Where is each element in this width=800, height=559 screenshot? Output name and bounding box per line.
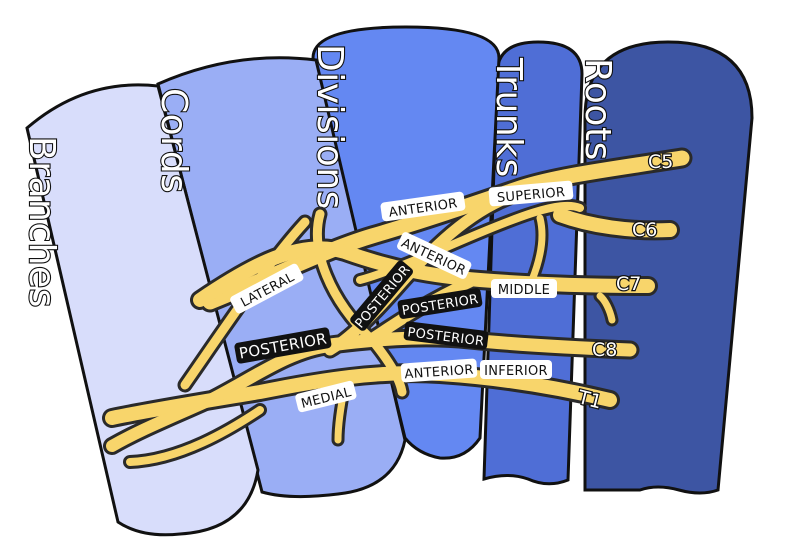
division-anterior-superior-bg xyxy=(380,191,466,222)
column-roots-panel xyxy=(583,40,754,495)
trunk-label-inferior-text: INFERIOR xyxy=(484,364,548,379)
column-title-divisions: Divisions xyxy=(309,44,350,210)
trunk-label-middle: MIDDLE xyxy=(491,279,557,298)
division-posterior-superior-bg xyxy=(350,260,413,331)
root-label-c7: C7 xyxy=(616,273,641,295)
division-anterior-inferior-bg xyxy=(400,358,478,383)
root-label-c6: C6 xyxy=(632,219,657,241)
column-title-trunks: Trunks xyxy=(488,57,529,178)
trunk-label-superior-bg xyxy=(488,180,574,207)
cord-medial-bg xyxy=(295,380,357,413)
trunk-label-middle-text: MIDDLE xyxy=(498,283,550,298)
column-title-roots: Roots xyxy=(577,58,618,161)
column-title-cords: Cords xyxy=(153,88,194,193)
trunk-label-superior-text: SUPERIOR xyxy=(496,185,565,206)
root-label-t1: T1 xyxy=(575,386,604,413)
division-anterior-inferior-text: ANTERIOR xyxy=(404,363,474,383)
cord-lateral-bg xyxy=(230,263,304,314)
division-label-posterior-inferior: POSTERIOR xyxy=(403,321,489,350)
trunk-label-inferior-bg xyxy=(480,360,552,379)
trunk-label-inferior: INFERIOR xyxy=(480,360,552,379)
column-title-branches: Branches xyxy=(21,136,62,308)
root-label-c8: C8 xyxy=(592,339,617,361)
column-branches-panel xyxy=(25,83,260,537)
division-anterior-middle-bg xyxy=(397,232,472,279)
division-label-anterior-inferior: ANTERIOR xyxy=(400,358,478,383)
column-branches xyxy=(25,83,260,537)
division-posterior-middle-bg xyxy=(397,288,483,319)
trunk-label-middle-bg xyxy=(491,279,557,298)
column-roots xyxy=(583,40,754,495)
division-posterior-inferior-bg xyxy=(403,321,489,350)
root-label-c5: C5 xyxy=(648,151,673,173)
trunk-label-superior: SUPERIOR xyxy=(488,180,574,207)
cord-posterior-bg xyxy=(234,327,332,364)
